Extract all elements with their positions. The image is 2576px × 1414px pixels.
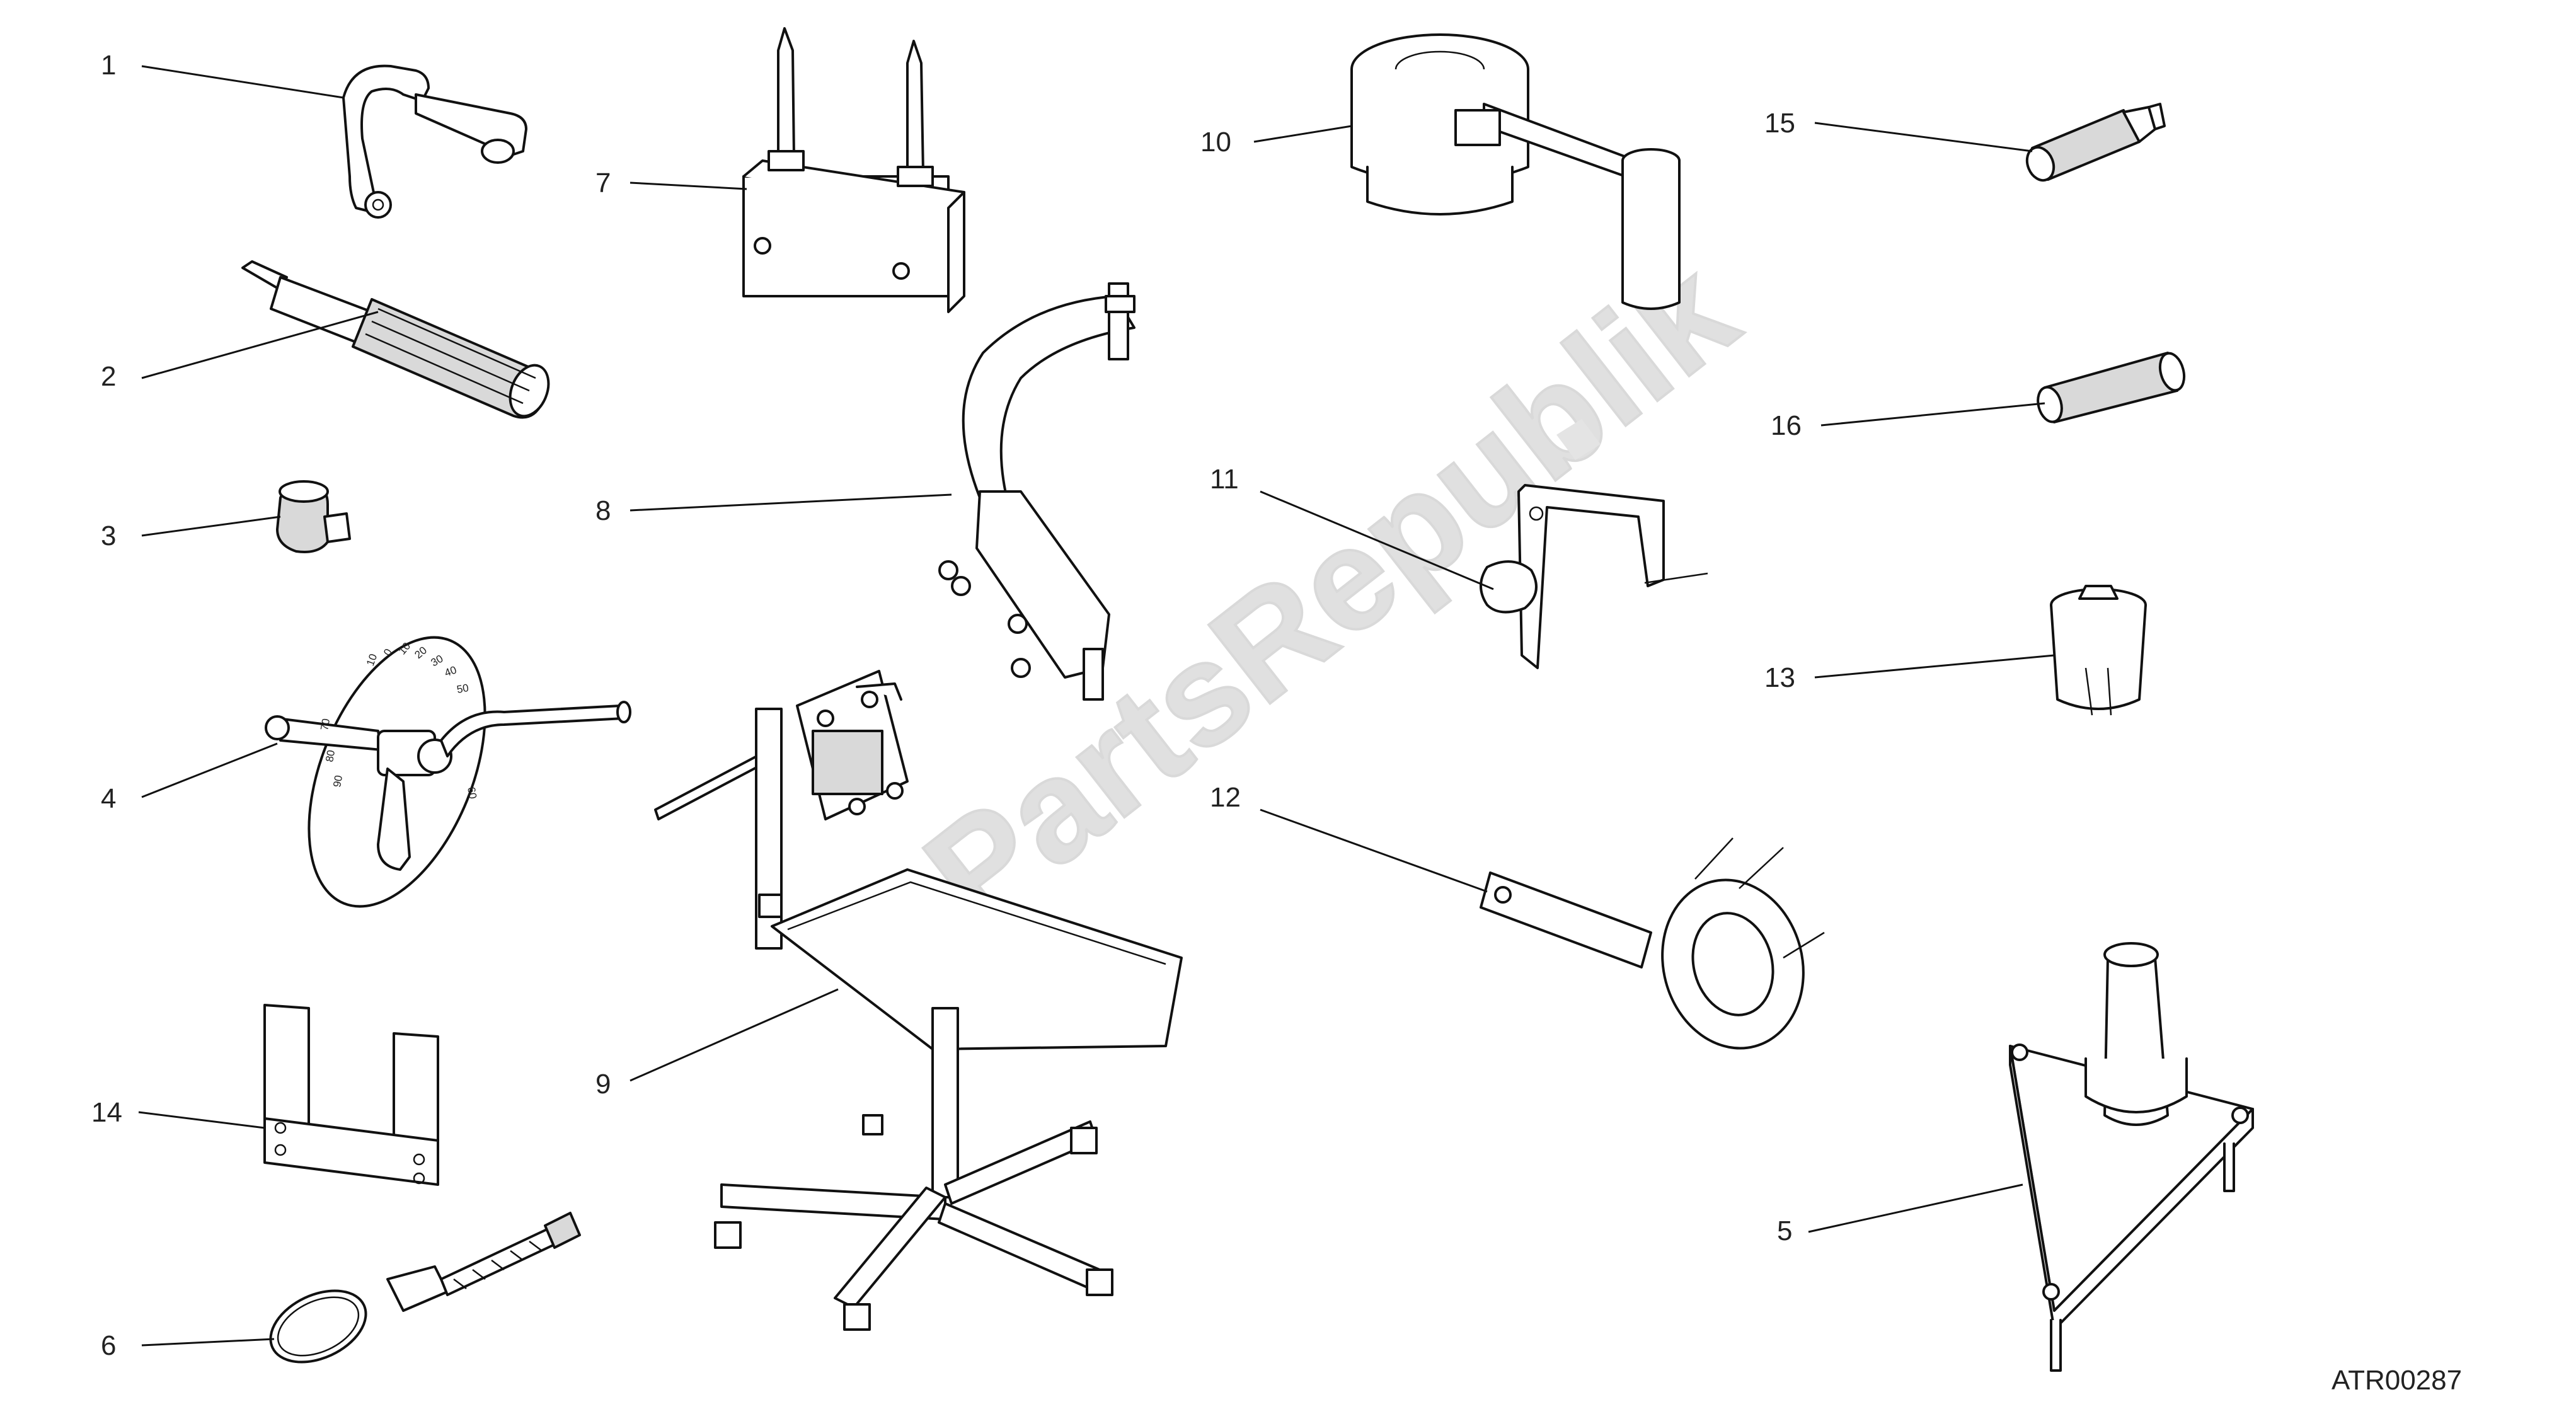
callout-15: 15 [1764,108,1795,139]
watermark-gear-icon [1556,419,1601,460]
svg-text:80: 80 [323,749,337,763]
leader-lines [138,65,2055,1347]
callout-labels: 1 2 3 4 5 6 7 8 9 10 11 12 13 14 15 16 [91,50,1802,1361]
part-12-ring-tool [1480,837,1825,1050]
leader-10 [1253,125,1352,143]
leader-2 [141,311,379,379]
callout-16: 16 [1771,410,1802,441]
leader-1 [141,65,344,99]
part-6-strap-wrench [269,1212,581,1364]
svg-text:70: 70 [318,718,332,732]
svg-text:50: 50 [456,682,469,696]
leader-9 [630,988,839,1082]
callout-13: 13 [1764,662,1795,693]
svg-text:90: 90 [331,774,345,788]
part-1-bent-handle [342,64,527,219]
callout-8: 8 [595,495,611,526]
part-16-knurled-cylinder [2037,352,2186,423]
part-7-pin-plate [742,27,965,313]
callout-5: 5 [1777,1216,1792,1246]
leader-3 [141,515,281,537]
leader-6 [141,1338,275,1347]
callout-2: 2 [101,361,116,392]
callout-12: 12 [1210,782,1241,813]
part-5-triangle-base [2009,942,2254,1372]
leader-5 [1808,1183,2023,1233]
callout-6: 6 [101,1330,116,1361]
leader-15 [1814,122,2033,152]
part-9-engine-stand [654,670,1183,1331]
leader-16 [1820,402,2045,427]
leader-7 [630,181,747,190]
leader-4 [141,742,278,798]
part-11-bracket-with-knob [1480,484,1708,669]
callout-1: 1 [101,50,116,81]
callout-7: 7 [595,168,611,198]
drawing-code: ATR00287 [2332,1365,2462,1396]
callout-14: 14 [91,1097,122,1128]
part-15-knurled-fitting [2025,103,2166,182]
part-14-u-bracket [263,1004,439,1186]
svg-text:60: 60 [465,786,479,800]
leader-12 [1260,808,1488,893]
part-3-knurled-cap [276,480,351,553]
leader-11 [1260,490,1494,590]
part-10-cylinder-tool [1350,33,1681,310]
callout-11: 11 [1210,464,1239,495]
leader-14 [138,1111,265,1129]
callout-10: 10 [1200,127,1231,158]
callout-3: 3 [101,520,116,551]
callout-4: 4 [101,783,116,814]
part-2-knurled-pin-tool [241,260,550,419]
part-8-curved-support [938,282,1136,701]
part-4-degree-wheel: 10 0 10 20 30 40 50 60 70 80 90 [265,636,631,908]
leader-8 [630,493,952,512]
leader-13 [1814,654,2055,679]
part-13-socket-cup [2050,585,2147,716]
callout-9: 9 [595,1069,611,1100]
